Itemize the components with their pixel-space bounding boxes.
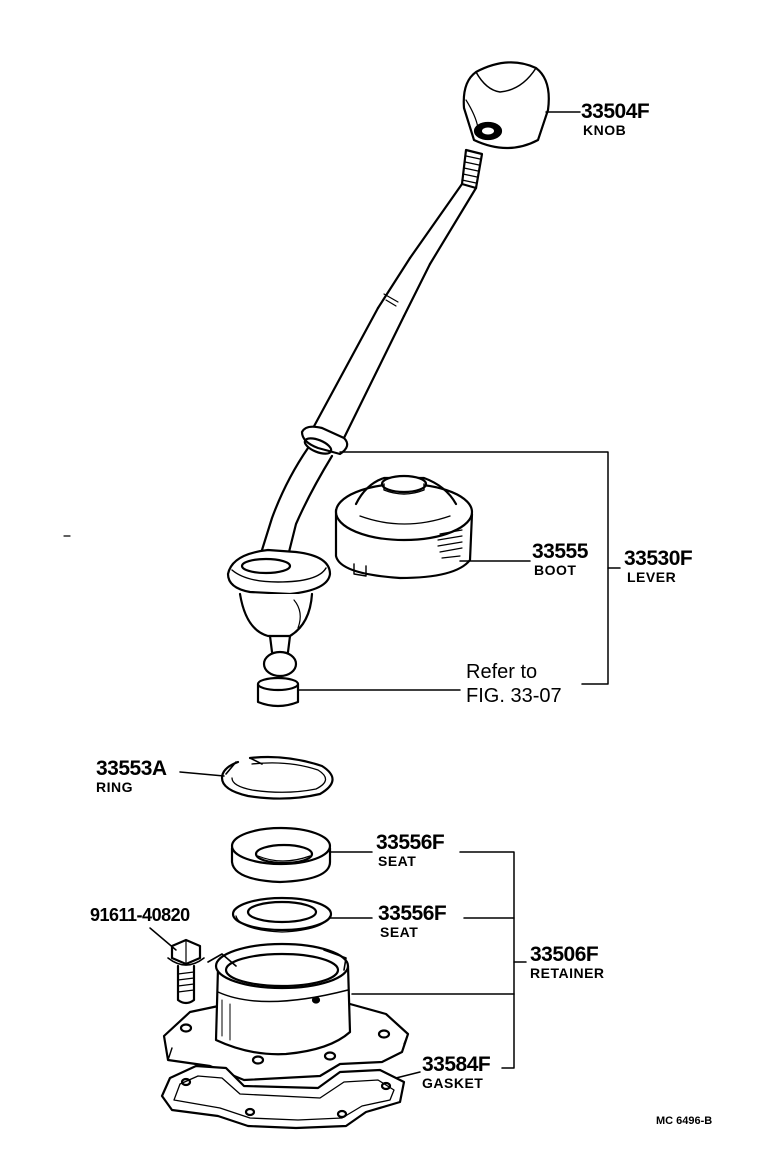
retainer-part-name: RETAINER (530, 965, 605, 981)
retainer-shape (162, 942, 410, 1082)
seat-upper-part-name: SEAT (378, 853, 417, 869)
figure-code: MC 6496-B (656, 1115, 713, 1127)
ring-part-number: 33553A (96, 757, 167, 780)
seat-upper-part-number: 33556F (376, 831, 445, 854)
knob-part-number: 33504F (581, 100, 650, 123)
bolt-part-number: 91611-40820 (90, 905, 190, 925)
knob-shape (462, 61, 550, 150)
lever-shape (226, 148, 484, 708)
seat-upper-shape (230, 826, 332, 884)
boot-part-number: 33555 (532, 540, 588, 563)
ring-shape (220, 755, 334, 800)
seat-lower-part-number: 33556F (378, 902, 447, 925)
knob-part-name: KNOB (583, 122, 627, 138)
lever-part-name: LEVER (627, 569, 677, 585)
ring-part-name: RING (96, 779, 133, 795)
seat-lower-part-name: SEAT (380, 924, 419, 940)
reference-line-1: Refer to (466, 661, 538, 683)
lever-part-number: 33530F (624, 547, 693, 570)
gasket-part-number: 33584F (422, 1053, 491, 1076)
gasket-part-name: GASKET (422, 1075, 484, 1091)
retainer-part-number: 33506F (530, 943, 599, 966)
boot-shape (334, 474, 474, 580)
bolt-shape (167, 938, 205, 1005)
leader-lines (149, 111, 621, 1079)
seat-lower-shape (231, 896, 333, 933)
gasket-shape (160, 1064, 406, 1130)
reference-line-2: FIG. 33-07 (466, 685, 562, 707)
boot-part-name: BOOT (534, 562, 577, 578)
